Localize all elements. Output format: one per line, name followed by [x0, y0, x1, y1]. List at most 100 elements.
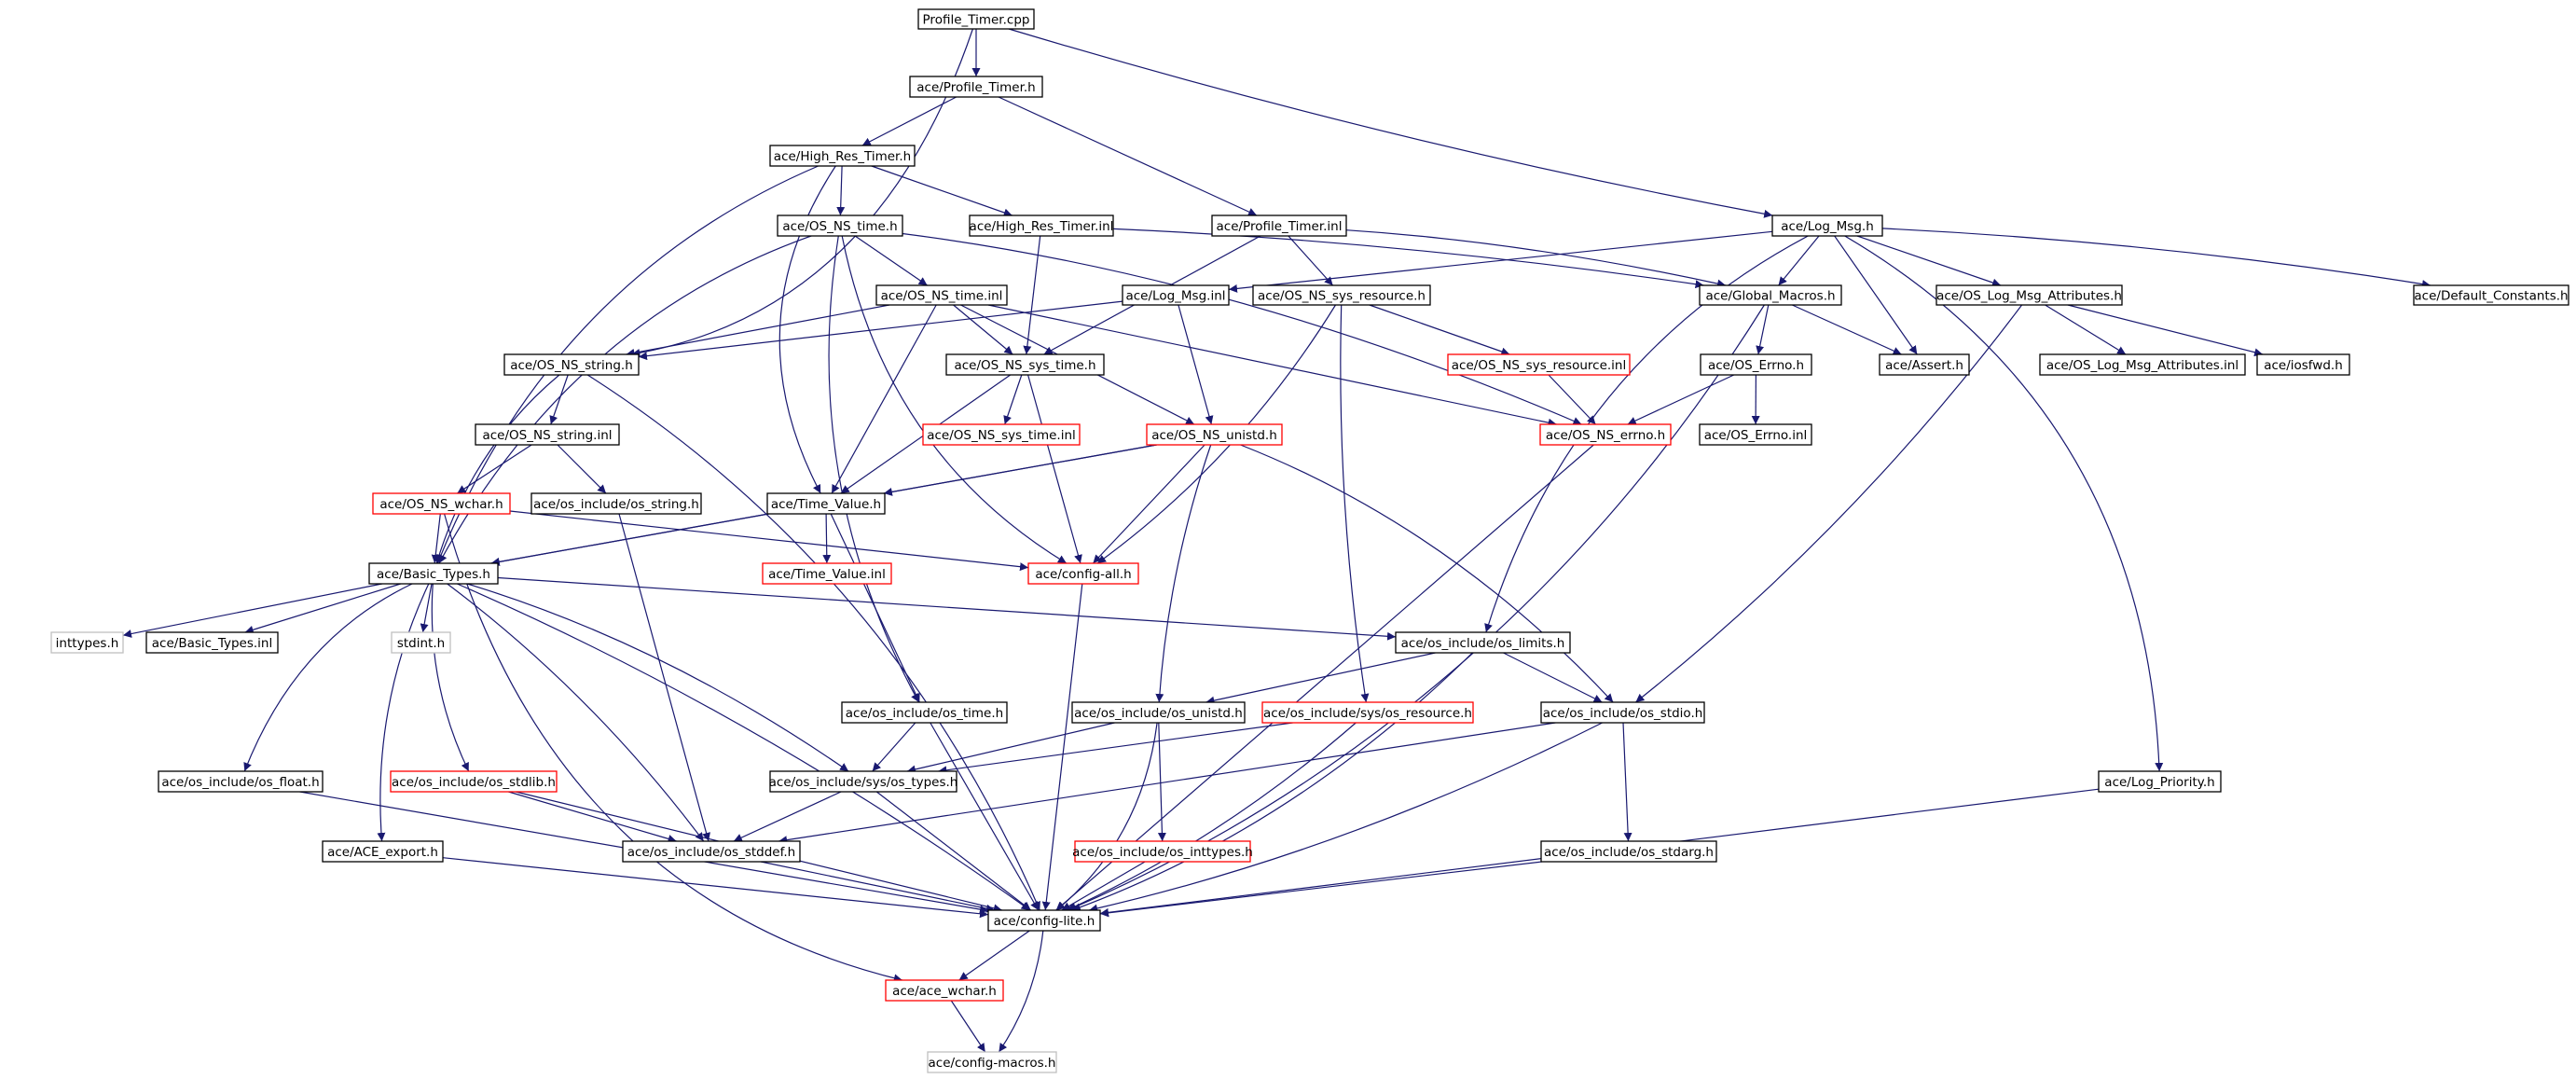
- graph-node-config-macros-h[interactable]: ace/config-macros.h: [927, 1051, 1057, 1073]
- graph-node-os-ns-string-h[interactable]: ace/OS_NS_string.h: [503, 353, 640, 376]
- graph-node-log-priority-h[interactable]: ace/Log_Priority.h: [2098, 770, 2222, 793]
- graph-node-os-errno-inl[interactable]: ace/OS_Errno.inl: [1699, 423, 1812, 446]
- graph-node-os-ns-wchar-h[interactable]: ace/OS_NS_wchar.h: [372, 492, 511, 515]
- graph-node-profile-timer-h[interactable]: ace/Profile_Timer.h: [909, 76, 1043, 98]
- graph-node-config-lite-h[interactable]: ace/config-lite.h: [987, 909, 1101, 932]
- graph-node-profile-timer-cpp[interactable]: Profile_Timer.cpp: [917, 8, 1035, 30]
- edge-sys_os_resource_h-to-sys_os_types_h: [938, 722, 1293, 775]
- node-box: [1027, 562, 1139, 585]
- graph-node-os-float-h[interactable]: ace/os_include/os_float.h: [158, 770, 324, 793]
- node-box: [1071, 701, 1246, 724]
- graph-node-os-ns-unistd-h[interactable]: ace/OS_NS_unistd.h: [1146, 423, 1283, 446]
- graph-node-os-ns-time-h[interactable]: ace/OS_NS_time.h: [777, 214, 903, 237]
- node-box: [841, 701, 1008, 724]
- graph-node-os-limits-h[interactable]: ace/os_include/os_limits.h: [1395, 631, 1571, 654]
- node-label: ace/OS_NS_string.h: [510, 358, 633, 373]
- graph-node-config-all-h[interactable]: ace/config-all.h: [1027, 562, 1139, 585]
- edge-os_ns_time_inl-to-os_ns_errno_h: [987, 304, 1557, 427]
- graph-node-assert-h[interactable]: ace/Assert.h: [1879, 353, 1970, 376]
- node-box: [158, 770, 324, 793]
- node-label: ace/os_include/os_stdio.h: [1543, 706, 1703, 721]
- graph-node-os-ns-errno-h[interactable]: ace/OS_NS_errno.h: [1539, 423, 1672, 446]
- node-box: [1879, 353, 1970, 376]
- graph-node-os-stddef-h[interactable]: ace/os_include/os_stddef.h: [622, 840, 801, 863]
- edge-os_ns_time_inl-to-os_ns_sys_time_h: [953, 304, 1013, 355]
- node-label: ace/OS_NS_sys_resource.h: [1258, 289, 1426, 304]
- graph-node-profile-timer-inl[interactable]: ace/Profile_Timer.inl: [1211, 214, 1347, 237]
- graph-node-log-msg-h[interactable]: ace/Log_Msg.h: [1771, 214, 1883, 237]
- graph-node-log-msg-inl[interactable]: ace/Log_Msg.inl: [1122, 284, 1230, 306]
- node-box: [1122, 284, 1230, 306]
- graph-node-ace-export-h[interactable]: ace/ACE_export.h: [322, 840, 444, 863]
- node-label: inttypes.h: [56, 636, 119, 651]
- graph-node-os-unistd-h[interactable]: ace/os_include/os_unistd.h: [1071, 701, 1246, 724]
- graph-node-ace-wchar-h[interactable]: ace/ace_wchar.h: [885, 979, 1004, 1002]
- edge-os_log_msg_attributes_h-to-os_stdio_h: [1635, 304, 2023, 703]
- graph-node-os-string-h[interactable]: ace/os_include/os_string.h: [530, 492, 702, 515]
- node-box: [945, 353, 1105, 376]
- node-box: [1771, 214, 1883, 237]
- graph-node-time-value-inl[interactable]: ace/Time_Value.inl: [762, 562, 892, 585]
- graph-node-os-ns-sys-time-inl[interactable]: ace/OS_NS_sys_time.inl: [922, 423, 1081, 446]
- graph-node-basic-types-inl[interactable]: ace/Basic_Types.inl: [145, 631, 279, 654]
- node-label: ace/OS_Errno.inl: [1704, 428, 1808, 443]
- node-label: ace/Time_Value.h: [771, 497, 881, 512]
- node-label: ace/Assert.h: [1885, 358, 1963, 373]
- graph-node-inttypes-h[interactable]: inttypes.h: [50, 631, 124, 654]
- graph-node-os-ns-sys-time-h[interactable]: ace/OS_NS_sys_time.h: [945, 353, 1105, 376]
- edge-profile_timer_cpp-to-log_msg_h: [1008, 28, 1773, 218]
- node-box: [885, 979, 1004, 1002]
- node-label: ace/OS_NS_time.h: [782, 219, 897, 234]
- node-label: ace/Basic_Types.inl: [152, 636, 272, 651]
- edge-basic_types_h-to-config_lite_h: [457, 583, 1031, 911]
- graph-node-stdint-h[interactable]: stdint.h: [391, 631, 451, 654]
- graph-node-os-stdarg-h[interactable]: ace/os_include/os_stdarg.h: [1540, 840, 1717, 863]
- node-box: [1540, 701, 1705, 724]
- node-box: [969, 214, 1114, 237]
- graph-node-os-inttypes-h[interactable]: ace/os_include/os_inttypes.h: [1072, 840, 1253, 863]
- edge-os_stdio_h-to-config_lite_h: [1089, 722, 1603, 913]
- graph-node-iosfwd-h[interactable]: ace/iosfwd.h: [2256, 353, 2350, 376]
- edge-profile_timer_inl-to-global_macros_h: [1345, 229, 1727, 288]
- graph-node-os-time-h[interactable]: ace/os_include/os_time.h: [841, 701, 1008, 724]
- graph-node-sys-os-types-h[interactable]: ace/os_include/sys/os_types.h: [769, 770, 958, 793]
- edge-os_ns_errno_h-to-config_lite_h: [1055, 444, 1594, 911]
- graph-node-os-log-msg-attributes-h[interactable]: ace/OS_Log_Msg_Attributes.h: [1935, 284, 2123, 306]
- graph-node-os-stdlib-h[interactable]: ace/os_include/os_stdlib.h: [390, 770, 558, 793]
- graph-node-os-ns-time-inl[interactable]: ace/OS_NS_time.inl: [875, 284, 1008, 306]
- edge-os_time_h-to-sys_os_types_h: [872, 722, 916, 772]
- node-box: [2413, 284, 2569, 306]
- node-box: [1699, 284, 1842, 306]
- graph-node-time-value-h[interactable]: ace/Time_Value.h: [766, 492, 886, 515]
- node-label: ace/os_include/sys/os_types.h: [769, 775, 958, 790]
- node-label: ace/ACE_export.h: [327, 845, 438, 860]
- edge-os_log_msg_attributes_h-to-os_log_msg_attributes_inl: [2045, 304, 2127, 355]
- graph-node-sys-os-resource-h[interactable]: ace/os_include/sys/os_resource.h: [1261, 701, 1474, 724]
- node-label: ace/os_include/os_unistd.h: [1074, 706, 1243, 721]
- node-box: [2098, 770, 2222, 793]
- graph-node-os-log-msg-attributes-inl[interactable]: ace/OS_Log_Msg_Attributes.inl: [2039, 353, 2246, 376]
- edges-layer: [122, 28, 2431, 1053]
- graph-node-os-ns-string-inl[interactable]: ace/OS_NS_string.inl: [475, 423, 620, 446]
- node-box: [1261, 701, 1474, 724]
- edge-sys_os_resource_h-to-config_lite_h: [1066, 722, 1357, 911]
- edge-global_macros_h-to-assert_h: [1792, 304, 1902, 355]
- graph-node-high-res-timer-inl[interactable]: ace/High_Res_Timer.inl: [969, 214, 1114, 237]
- graph-node-os-ns-sys-resource-h[interactable]: ace/OS_NS_sys_resource.h: [1252, 284, 1431, 306]
- node-box: [927, 1051, 1057, 1073]
- graph-node-os-stdio-h[interactable]: ace/os_include/os_stdio.h: [1540, 701, 1705, 724]
- graph-node-os-errno-h[interactable]: ace/OS_Errno.h: [1700, 353, 1812, 376]
- edge-os_errno_h-to-os_ns_errno_h: [1627, 374, 1735, 425]
- node-label: ace/os_include/os_stddef.h: [627, 845, 795, 860]
- graph-node-basic-types-h[interactable]: ace/Basic_Types.h: [368, 562, 499, 585]
- graph-node-default-constants-h[interactable]: ace/Default_Constants.h: [2413, 284, 2569, 306]
- node-label: ace/OS_NS_wchar.h: [379, 497, 503, 512]
- node-label: ace/os_include/os_stdarg.h: [1544, 845, 1714, 860]
- graph-node-os-ns-sys-resource-inl[interactable]: ace/OS_NS_sys_resource.inl: [1447, 353, 1631, 376]
- graph-node-global-macros-h[interactable]: ace/Global_Macros.h: [1699, 284, 1842, 306]
- graph-node-high-res-timer-h[interactable]: ace/High_Res_Timer.h: [769, 145, 916, 167]
- edge-ace_wchar_h-to-config_macros_h: [950, 1000, 986, 1053]
- node-label: ace/High_Res_Timer.h: [774, 149, 911, 164]
- edge-time_value_h-to-os_time_h: [830, 513, 920, 703]
